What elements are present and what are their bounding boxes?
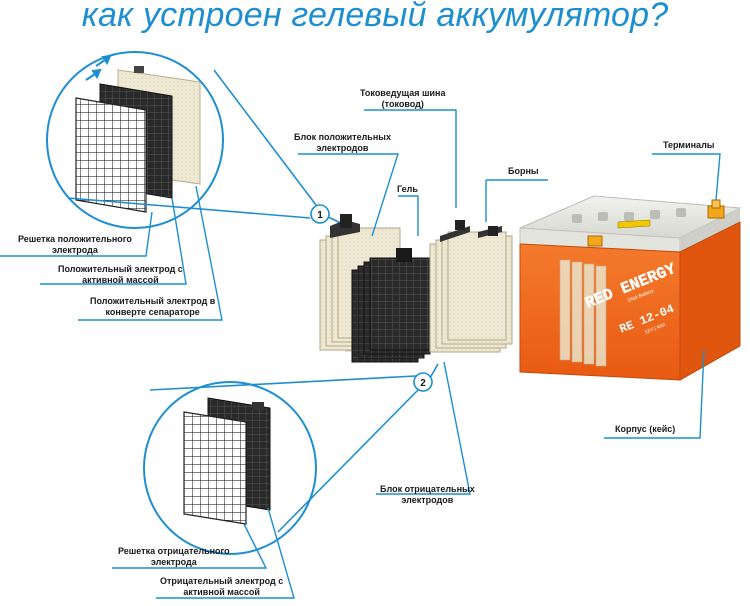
label-gel: Гель [397, 184, 418, 194]
label-busbar: Токоведущая шина (токовод) [360, 88, 446, 109]
terminal-icon [707, 199, 725, 219]
negative-electrode-block [351, 248, 437, 363]
terminal-icon [587, 235, 603, 247]
label-negative-block: Блок отрицательных электродов [380, 484, 475, 505]
label-positive-electrode-mass: Положительный электрод с активной массой [58, 264, 183, 285]
left-bottom-leaders [112, 507, 295, 599]
label-terminals: Терминалы [663, 140, 715, 150]
cell-pack [429, 220, 513, 353]
callout-2-leaders [149, 363, 439, 533]
zoom-circle-2 [143, 381, 317, 555]
page-title: как устроен гелевый аккумулятор? [81, 0, 669, 34]
label-borny: Борны [508, 166, 539, 176]
zoom-circle-1 [46, 51, 224, 229]
label-negative-grid: Решетка отрицательного электрода [118, 546, 230, 567]
label-case: Корпус (кейс) [615, 424, 676, 434]
label-positive-electrode-separator: Положительный электрод в конверте сепара… [90, 296, 216, 317]
callout-1-number: 1 [317, 210, 323, 221]
callout-2-number: 2 [420, 378, 426, 389]
battery-case: RED ENERGY DNA Battery RE 12-04 12V | 4A… [519, 195, 742, 381]
label-positive-block: Блок положительных электродов [294, 132, 391, 153]
label-positive-grid: Решетка положительного электрода [18, 234, 132, 255]
top-leaders [298, 109, 721, 495]
left-top-leaders [0, 185, 223, 321]
callout-2-badge [413, 372, 433, 392]
callout-1-badge [310, 204, 330, 224]
arrow-icon [85, 54, 112, 81]
label-negative-electrode-mass: Отрицательный электрод с активной массой [160, 576, 284, 597]
